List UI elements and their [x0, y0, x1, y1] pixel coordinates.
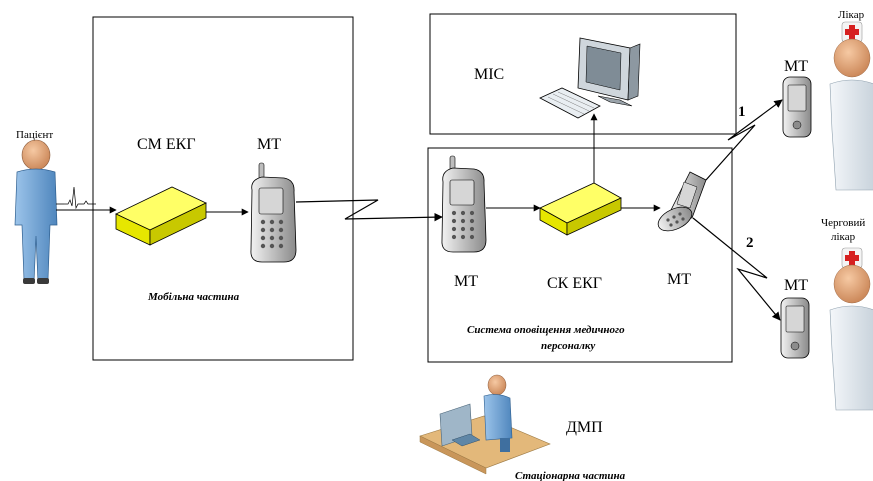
duty-doctor-figure — [829, 247, 873, 411]
duty-doctor-pda — [780, 297, 810, 359]
channel-1-label: 1 — [738, 104, 746, 120]
mis-label: МІС — [474, 66, 504, 83]
doctor-pda — [782, 76, 812, 138]
wireless-link-main — [295, 199, 443, 222]
patient-figure — [14, 139, 58, 284]
mis-computer — [539, 37, 641, 119]
alert-system-caption-line1: Система оповіщення медичного — [467, 324, 625, 336]
doctor-label: Лікар — [838, 9, 865, 21]
wireless-link-channel-1 — [705, 99, 783, 181]
mobile-part-caption: Мобільна частина — [147, 291, 240, 303]
sk-ecg-label: СК ЕКГ — [547, 275, 602, 292]
system-mt-label: МТ — [454, 273, 478, 290]
sm-ecg-label: СМ ЕКГ — [137, 136, 196, 153]
duty-doctor-label-line1: Черговий — [821, 217, 865, 229]
sm-ecg-device — [115, 186, 207, 246]
duty-doctor-label-line2: лікар — [831, 231, 856, 243]
mobile-part-frame — [92, 16, 354, 361]
channel-2-label: 2 — [746, 235, 754, 251]
flip-mt-label: МТ — [667, 271, 691, 288]
mobile-mt-phone — [250, 162, 297, 263]
dmp-operator — [419, 374, 551, 475]
mis-frame — [429, 13, 737, 135]
doctor-mt-label: МТ — [784, 58, 808, 75]
alert-system-caption-line2: персоналку — [541, 340, 595, 352]
duty-doctor-mt-label: МТ — [784, 277, 808, 294]
stationary-part-caption: Стаціонарна частина — [515, 470, 626, 481]
ecg-signal — [56, 186, 96, 210]
wireless-link-channel-2 — [692, 217, 781, 321]
flip-phone — [657, 171, 707, 232]
dmp-label: ДМП — [566, 419, 603, 436]
system-mt-phone — [441, 155, 487, 253]
doctor-figure — [829, 21, 873, 191]
sk-ecg-device — [539, 182, 622, 236]
alert-system-frame — [427, 147, 733, 363]
mobile-mt-label: МТ — [257, 136, 281, 153]
patient-label: Пацієнт — [16, 129, 53, 141]
